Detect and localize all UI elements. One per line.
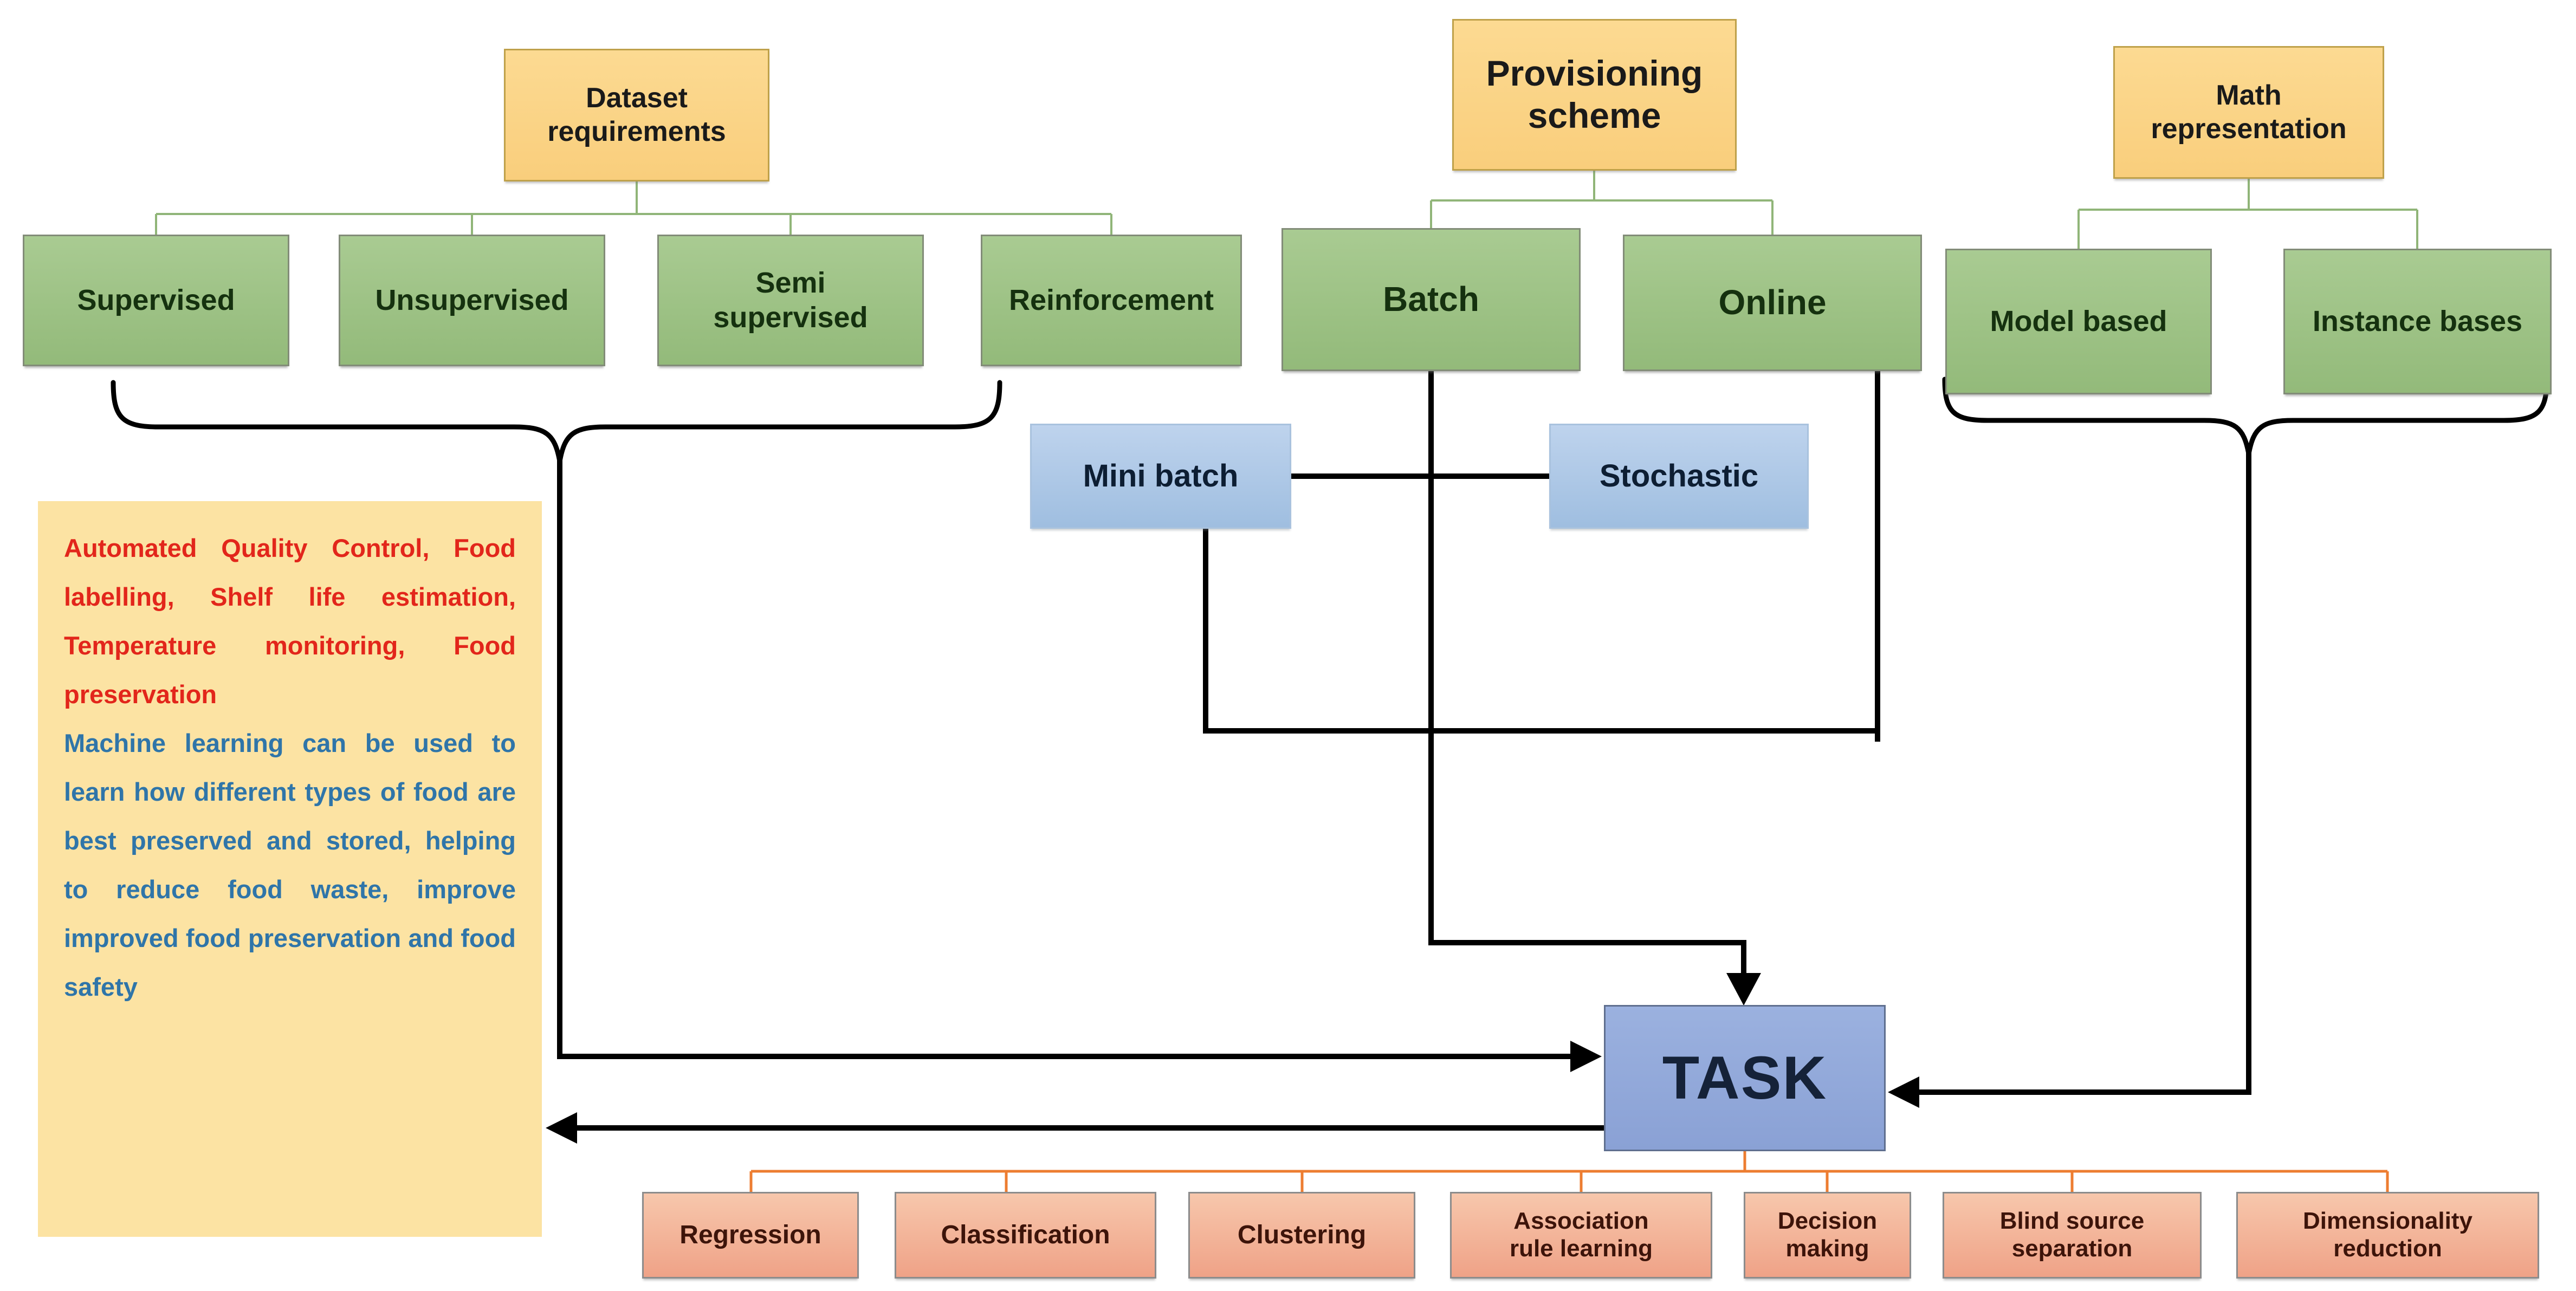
left-brace [111,380,1002,462]
task-type-box-clustering: Clustering [1188,1192,1415,1279]
category-label: Online [1718,283,1827,322]
category-label: Instance bases [2312,304,2523,338]
task-type-box-decision-making: Decision making [1744,1192,1911,1279]
category-label: Model based [1990,304,2167,338]
task-tree-connector [749,1151,2389,1192]
math-tree-connector [2077,179,2418,249]
note-description-text: Machine learning can be used to learn ho… [64,729,516,1001]
note-panel: Automated Quality Control, Food labellin… [38,501,542,1237]
task-box: TASK [1604,1005,1886,1151]
arrowheads [546,973,1919,1144]
task-type-box-blind-source-separation: Blind source separation [1943,1192,2202,1279]
task-type-label: Classification [941,1220,1110,1249]
category-label: Semi supervised [713,266,868,334]
task-type-box-regression: Regression [642,1192,859,1279]
task-type-label: Association rule learning [1509,1208,1653,1262]
category-label: Reinforcement [1008,283,1214,316]
group-label: Math representation [2151,80,2347,145]
leftbrace-down-line [557,459,1573,1059]
provisioning-tree-connector [1430,171,1774,235]
arrow-into-note [546,1112,577,1144]
category-box-instance-bases: Instance bases [2283,249,2552,394]
task-type-label: Blind source separation [1999,1208,2145,1262]
black-connectors [557,368,2251,1131]
category-box-unsupervised: Unsupervised [339,235,605,366]
category-label: Supervised [77,283,235,316]
rightbrace-down-line [1917,451,2251,1095]
group-label: Dataset requirements [547,82,726,147]
task-type-box-association-rule-learning: Association rule learning [1450,1192,1712,1279]
arrow-into-task-top [1726,973,1761,1005]
sub-label: Mini batch [1083,458,1239,494]
task-type-label: Decision making [1777,1208,1878,1262]
task-type-label: Regression [679,1220,821,1249]
category-box-semi-supervised: Semi supervised [657,235,924,366]
arrow-into-task-left [1570,1041,1602,1072]
dataset-tree-connector [155,181,1112,235]
category-box-supervised: Supervised [23,235,289,366]
task-type-label: Clustering [1237,1220,1367,1249]
category-box-online: Online [1623,235,1922,371]
sub-label: Stochastic [1599,458,1759,494]
category-box-reinforcement: Reinforcement [981,235,1242,366]
category-label: Unsupervised [375,283,569,316]
category-box-model-based: Model based [1945,249,2212,394]
group-box-dataset-requirements: Dataset requirements [504,49,769,181]
group-box-provisioning-scheme: Provisioning scheme [1452,19,1737,171]
group-label: Provisioning scheme [1486,53,1703,135]
task-type-label: Dimensionality reduction [2303,1208,2473,1262]
batch-down-line [1428,368,1746,978]
category-box-batch: Batch [1281,228,1581,371]
arrow-into-task-right [1888,1076,1919,1108]
sub-box-stochastic: Stochastic [1549,424,1809,529]
task-type-box-dimensionality-reduction: Dimensionality reduction [2236,1192,2539,1279]
task-type-box-classification: Classification [895,1192,1156,1279]
note-applications-text: Automated Quality Control, Food labellin… [64,534,516,709]
sub-box-mini-batch: Mini batch [1030,424,1291,529]
group-box-math-representation: Math representation [2113,46,2384,179]
task-label: TASK [1662,1043,1828,1112]
category-label: Batch [1383,280,1479,319]
